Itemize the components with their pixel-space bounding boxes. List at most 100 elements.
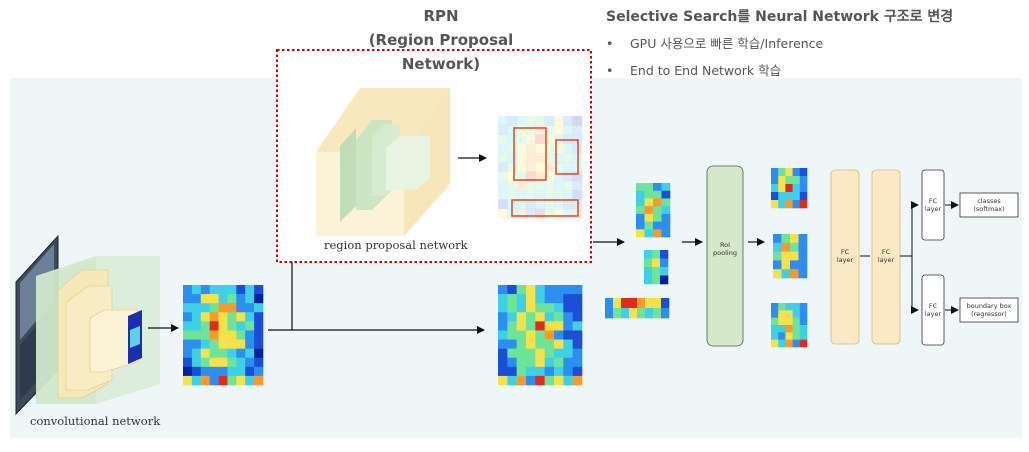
heatmap-cell [218,357,228,368]
heatmap-cell [498,312,508,322]
heatmap-cell [778,317,786,326]
heatmap-cell [554,116,564,126]
heatmap-cell [498,294,508,304]
heatmap-cell [563,162,573,172]
rpn-title-line1: RPN [423,7,459,25]
fc-head-classes [921,169,945,241]
heatmap-cell [526,357,536,368]
heatmap-cell [535,208,545,219]
selective-search-bullets: •GPU 사용으로 빠른 학습/Inference •End to End Ne… [606,34,823,88]
heatmap-cell [526,180,536,191]
heatmap-cell [200,348,210,359]
heatmap-cell [799,192,808,201]
heatmap-cell [792,310,801,318]
classes-output-label: classes (softmax) [960,197,1018,213]
heatmap-cell [191,339,202,349]
heatmap-cell [771,317,779,326]
heatmap-cell [572,312,583,322]
heatmap-cell [644,190,654,199]
heatmap-cell [535,199,545,210]
heatmap-cell [498,357,508,368]
heatmap-cell [200,321,210,331]
fc-layer-1 [830,169,860,345]
heatmap-cell [792,192,801,201]
heatmap-cell [498,162,508,172]
heatmap-cell [652,250,661,259]
heatmap-cell [798,269,808,279]
heatmap-cell [645,298,654,309]
heatmap-cell [218,285,228,295]
heatmap-cell [572,348,583,359]
heatmap-cell [526,348,536,359]
heatmap-cell [209,375,219,386]
heatmap-cell [778,303,786,311]
heatmap-cell [778,200,786,209]
heatmap-cell [191,285,202,295]
heatmap-cell [778,339,786,348]
heatmap-cell [245,366,255,377]
heatmap-cell [507,348,517,359]
conv-network-diagram [15,234,160,416]
roi-pooling-label: RoI pooling [707,241,743,257]
heatmap-cell [771,184,779,193]
heatmap-cell [773,260,782,270]
heatmap-cell [227,357,237,368]
heatmap-cell [636,183,645,192]
heatmap-cell [507,190,517,200]
heatmap-cell [778,192,786,201]
heatmap-cell [554,190,564,200]
heatmap-cell [526,321,536,331]
heatmap-cell [516,180,527,191]
heatmap-cell [200,285,210,295]
heatmap-cell [544,321,555,331]
fc-label-line1: FC [928,302,938,310]
branch-to-bbox [911,256,919,314]
heatmap-cell [563,190,573,200]
heatmap-cell [507,321,517,331]
fc-layer-2-label: FC layer [872,248,900,264]
heatmap-cell [661,298,670,309]
heatmap-cell [245,312,255,322]
heatmap-cell [516,330,527,340]
heatmap-cell [526,303,536,313]
heatmap-cell [554,285,564,295]
heatmap-cell [498,180,508,191]
heatmap-cell [781,234,791,244]
heatmap-cell [544,303,555,313]
heatmap-cell [236,348,246,359]
heatmap-cell [227,339,237,349]
feature-map-conv [183,285,264,386]
bullet-dot-icon: • [606,63,614,78]
heatmap-cell [785,168,793,177]
fc-head-classes-label: FC layer [922,197,944,213]
heatmap-cell [572,180,583,191]
heatmap-cell [200,357,210,368]
heatmap-cell [191,303,202,313]
heatmap-cell [785,317,793,326]
heatmap-cell [652,267,661,276]
bullet-dot-icon: • [606,36,614,51]
rpn-title: RPN (Region Proposal Network) [330,4,552,76]
heatmap-cell [183,312,193,322]
heatmap-cell [507,134,517,145]
heatmap-cell [636,229,645,238]
bbox-output-label: boundary box (regressor) [960,302,1018,318]
heatmap-cell [516,375,527,386]
heatmap-cell [636,206,645,215]
classes-line1: classes [977,197,1001,205]
heatmap-cell [218,330,228,340]
heatmap-cell [516,285,527,295]
heatmap-cell [526,375,536,386]
heatmap-cell [785,176,793,185]
heatmap-cell [544,190,555,200]
heatmap-cell [613,308,622,319]
heatmap-cell [254,357,264,368]
heatmap-cell [526,294,536,304]
heatmap-cell [526,171,536,182]
heatmap-cell [621,298,630,309]
heatmap-cell [572,116,583,126]
heatmap-cell [792,303,801,311]
heatmap-cell [771,303,779,311]
heatmap-cell [790,251,799,261]
